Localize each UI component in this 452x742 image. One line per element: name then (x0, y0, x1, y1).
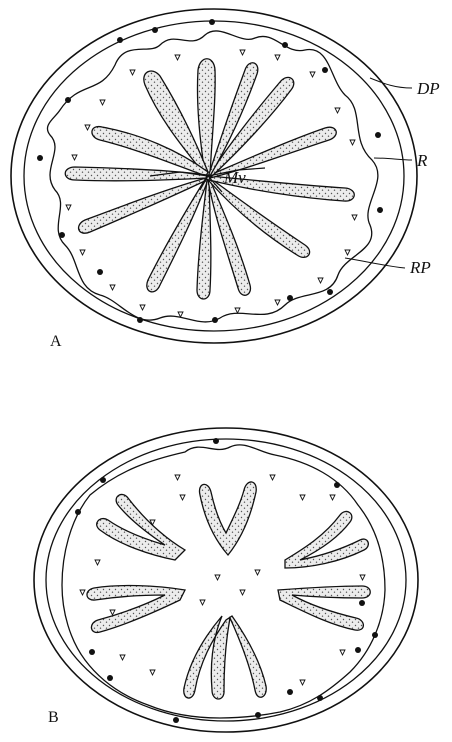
panel-b: B (34, 428, 418, 732)
panel-b-sheaths (87, 482, 370, 699)
panel-b-label: B (48, 709, 59, 726)
panel-b-dots (75, 438, 378, 723)
label-dp: DP (416, 79, 440, 98)
label-r: R (416, 151, 428, 170)
label-mv: Mv (223, 168, 246, 187)
panel-b-inner-capsule (46, 439, 406, 721)
panel-b-outer-capsule (34, 428, 418, 732)
label-rp: RP (409, 258, 431, 277)
panel-a-label: A (50, 333, 62, 350)
panel-a: DP R RP Mv A (11, 9, 440, 350)
